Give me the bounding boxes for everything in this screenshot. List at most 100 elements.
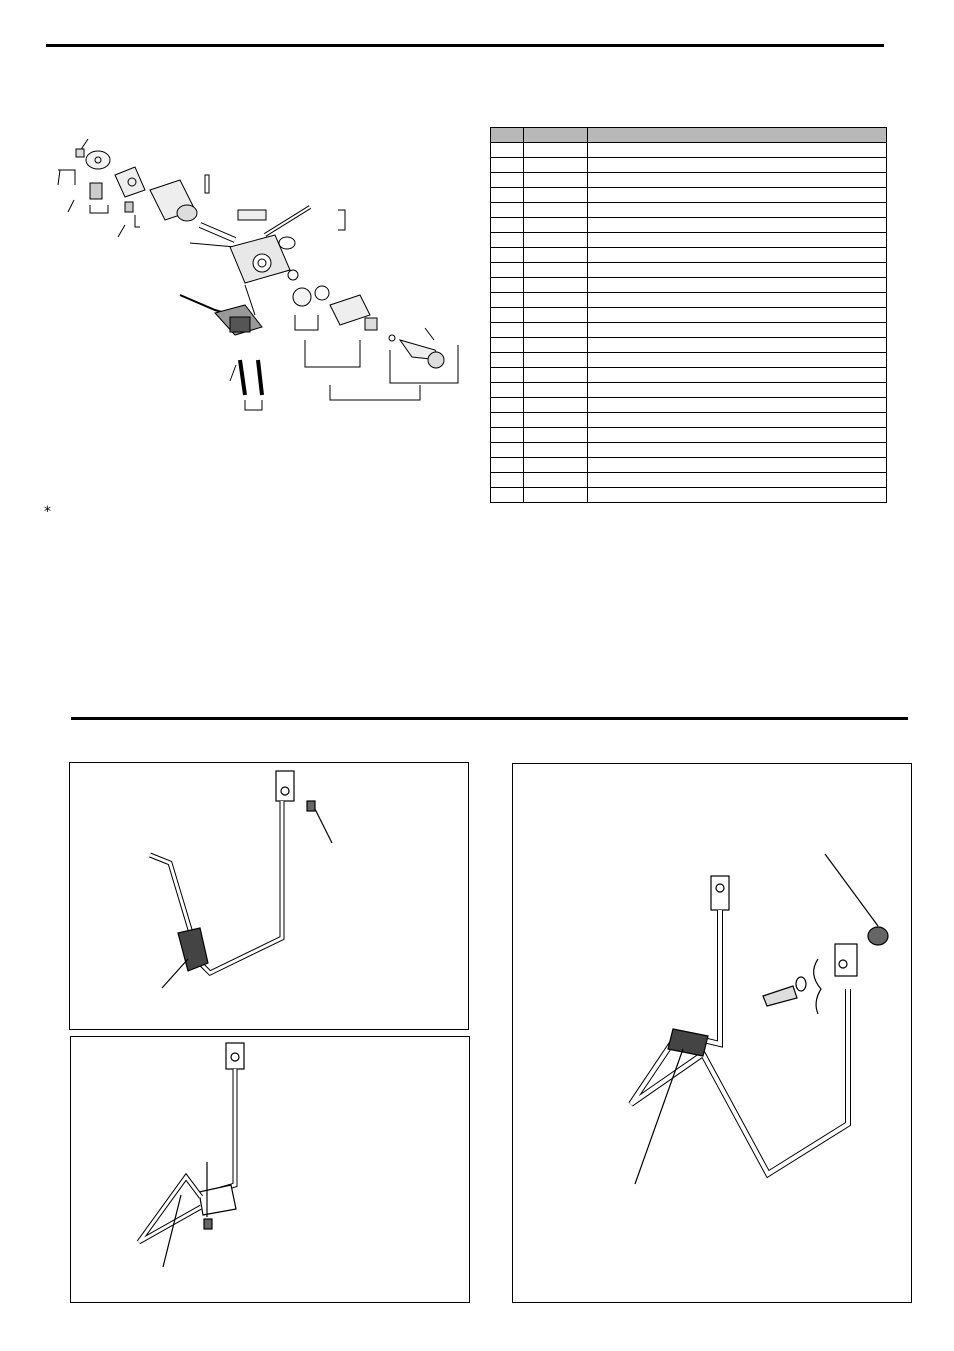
- table-row: [490, 157, 887, 173]
- table-row: [490, 262, 887, 278]
- cell-description: [587, 277, 887, 293]
- section-rule: [71, 717, 908, 720]
- cell-description: [587, 457, 887, 473]
- cell-description: [587, 427, 887, 443]
- figure-knee-lifter-c: [512, 763, 912, 1303]
- cell-no: [490, 472, 524, 488]
- cell-no: [490, 247, 524, 263]
- cell-description: [587, 442, 887, 458]
- cell-part-no: [523, 247, 588, 263]
- header-no: [490, 127, 524, 143]
- cell-no: [490, 292, 524, 308]
- cell-description: [587, 352, 887, 368]
- cell-part-no: [523, 382, 588, 398]
- table-header-row: [490, 127, 887, 143]
- cell-description: [587, 337, 887, 353]
- table-row: [490, 487, 887, 503]
- table-row: [490, 202, 887, 218]
- cell-no: [490, 322, 524, 338]
- cell-no: [490, 187, 524, 203]
- cell-no: [490, 172, 524, 188]
- table-row: [490, 367, 887, 383]
- cell-part-no: [523, 322, 588, 338]
- table-row: [490, 427, 887, 443]
- exploded-assembly-icon: [57, 138, 459, 411]
- figure-knee-lifter-b: [70, 1036, 470, 1303]
- cell-description: [587, 187, 887, 203]
- cell-description: [587, 142, 887, 158]
- table-row: [490, 397, 887, 413]
- cell-no: [490, 202, 524, 218]
- cell-part-no: [523, 397, 588, 413]
- table-row: [490, 307, 887, 323]
- cell-part-no: [523, 292, 588, 308]
- table-row: [490, 172, 887, 188]
- cell-part-no: [523, 457, 588, 473]
- cell-no: [490, 412, 524, 428]
- cell-part-no: [523, 427, 588, 443]
- table-row: [490, 217, 887, 233]
- table-row: [490, 187, 887, 203]
- cell-part-no: [523, 442, 588, 458]
- cell-no: [490, 157, 524, 173]
- cell-part-no: [523, 232, 588, 248]
- cell-no: [490, 457, 524, 473]
- cell-no: [490, 307, 524, 323]
- header-part-no: [523, 127, 588, 143]
- cell-description: [587, 232, 887, 248]
- cell-description: [587, 172, 887, 188]
- cell-description: [587, 202, 887, 218]
- cell-no: [490, 427, 524, 443]
- knee-lifter-triangle-icon: [136, 1042, 245, 1268]
- cell-part-no: [523, 277, 588, 293]
- parts-table: [490, 127, 887, 503]
- cell-description: [587, 217, 887, 233]
- cell-description: [587, 307, 887, 323]
- cell-description: [587, 322, 887, 338]
- cell-part-no: [523, 202, 588, 218]
- cell-part-no: [523, 487, 588, 503]
- cell-part-no: [523, 307, 588, 323]
- cell-part-no: [523, 337, 588, 353]
- cell-no: [490, 442, 524, 458]
- cell-no: [490, 262, 524, 278]
- table-row: [490, 382, 887, 398]
- cell-no: [490, 217, 524, 233]
- cell-part-no: [523, 172, 588, 188]
- cell-no: [490, 232, 524, 248]
- cell-no: [490, 367, 524, 383]
- table-row: [490, 142, 887, 158]
- cell-description: [587, 412, 887, 428]
- table-row: [490, 232, 887, 248]
- cell-no: [490, 277, 524, 293]
- top-rule: [46, 44, 884, 47]
- cell-part-no: [523, 352, 588, 368]
- header-description: [587, 127, 887, 143]
- cell-no: [490, 337, 524, 353]
- table-row: [490, 472, 887, 488]
- cell-no: [490, 487, 524, 503]
- knee-lifter-lever-icon: [149, 770, 333, 989]
- cell-part-no: [523, 262, 588, 278]
- cell-part-no: [523, 217, 588, 233]
- cell-description: [587, 367, 887, 383]
- cell-description: [587, 397, 887, 413]
- table-row: [490, 457, 887, 473]
- table-row: [490, 292, 887, 308]
- table-row: [490, 442, 887, 458]
- cell-no: [490, 397, 524, 413]
- cell-description: [587, 247, 887, 263]
- cell-part-no: [523, 472, 588, 488]
- cell-no: [490, 382, 524, 398]
- cell-part-no: [523, 367, 588, 383]
- cell-part-no: [523, 412, 588, 428]
- table-row: [490, 277, 887, 293]
- cell-no: [490, 352, 524, 368]
- table-row: [490, 247, 887, 263]
- knee-lifter-extended-icon: [628, 853, 889, 1185]
- footnote-asterisk: *: [44, 504, 51, 520]
- cell-description: [587, 262, 887, 278]
- cell-part-no: [523, 187, 588, 203]
- cell-description: [587, 382, 887, 398]
- table-row: [490, 337, 887, 353]
